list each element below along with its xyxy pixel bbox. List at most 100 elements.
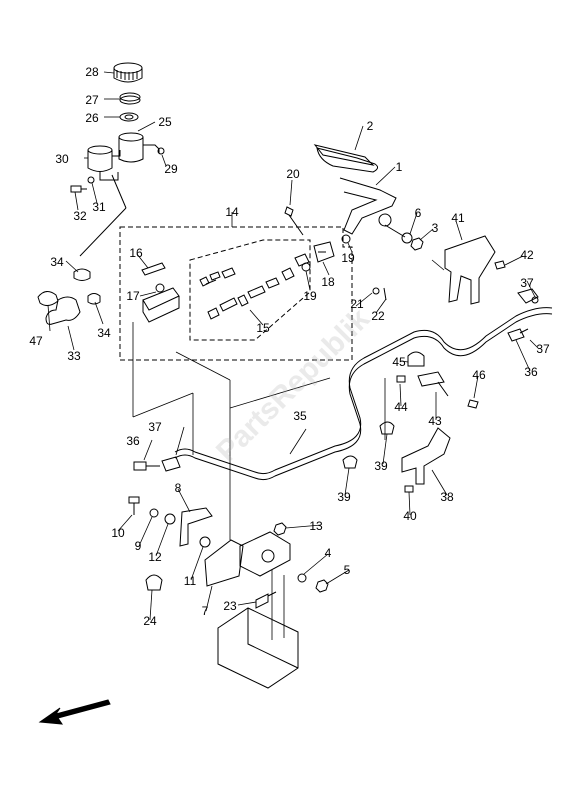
hose-33 (45, 296, 81, 325)
part-label-38: 38 (440, 490, 454, 504)
part-label-10: 10 (111, 526, 125, 540)
part-label-15: 15 (256, 321, 270, 335)
cylinder-kit-15 (199, 253, 310, 320)
part-label-31: 31 (92, 200, 106, 214)
part-label-37c: 37 (148, 420, 162, 434)
part-label-23: 23 (223, 599, 237, 613)
part-label-33: 33 (67, 349, 81, 363)
diaphragm-holder-26 (119, 112, 139, 122)
part-label-36b: 36 (126, 434, 140, 448)
bracket-7 (204, 539, 244, 587)
pin-22 (383, 287, 387, 301)
bracket-38 (401, 427, 451, 485)
clip-34-upper (73, 268, 91, 281)
part-label-46: 46 (472, 368, 486, 382)
part-label-36a: 36 (524, 365, 538, 379)
fitting-37c (161, 456, 181, 472)
master-cylinder-17 (142, 283, 180, 323)
part-label-9: 9 (134, 539, 142, 553)
clevis-18 (313, 241, 335, 263)
part-label-2: 2 (366, 119, 374, 133)
clamp-45 (407, 351, 425, 367)
brake-hose-35a (174, 307, 553, 475)
part-label-4: 4 (324, 546, 332, 560)
part-label-41: 41 (451, 211, 465, 225)
bolt-23 (255, 591, 277, 609)
part-label-30: 30 (55, 152, 69, 166)
assembly-outline-14 (119, 226, 353, 361)
bracket-43 (417, 371, 449, 397)
washer-6 (401, 232, 413, 244)
part-label-39a: 39 (374, 459, 388, 473)
reservoir-cap-28 (113, 62, 143, 83)
bolt-29 (157, 147, 165, 155)
nut-13 (273, 522, 287, 536)
part-label-13: 13 (309, 519, 323, 533)
bolt-10 (128, 496, 140, 515)
clip-47 (37, 291, 59, 307)
bolt-40 (404, 485, 414, 493)
part-label-37a: 37 (520, 276, 534, 290)
part-label-19a: 19 (341, 251, 355, 265)
banjo-bolt-36b (133, 461, 160, 471)
bracket-41 (444, 235, 496, 305)
clamp-39b (342, 455, 358, 469)
part-label-29: 29 (164, 162, 178, 176)
pedal-pad-2 (313, 144, 375, 166)
bolt-44 (396, 375, 406, 383)
part-label-34a: 34 (50, 255, 64, 269)
part-label-21: 21 (350, 297, 364, 311)
washer-21 (372, 287, 380, 295)
part-label-20: 20 (286, 167, 300, 181)
clip-34-lower (87, 293, 101, 305)
leader-lines (47, 71, 540, 621)
hose-joint-16 (141, 262, 166, 276)
part-label-43: 43 (428, 414, 442, 428)
nut-19a (341, 234, 351, 244)
washer-12 (164, 513, 176, 525)
collar-11 (199, 536, 211, 548)
reservoir-body-30 (87, 145, 121, 181)
reservoir-tank-25 (118, 132, 160, 163)
banjo-bolt-36a (507, 328, 529, 342)
bolt-46 (467, 399, 479, 409)
part-label-47: 47 (29, 334, 43, 348)
part-label-32: 32 (73, 209, 87, 223)
nut-19b (301, 262, 311, 272)
connecting-lines (132, 259, 445, 640)
part-label-39b: 39 (337, 490, 351, 504)
part-label-11: 11 (183, 574, 197, 588)
part-label-27: 27 (85, 93, 99, 107)
part-label-28: 28 (85, 65, 99, 79)
part-label-12: 12 (148, 550, 162, 564)
assembly-outline-15 (189, 239, 311, 341)
bolt-42 (494, 260, 506, 270)
part-label-14: 14 (225, 205, 239, 219)
part-label-19b: 19 (303, 289, 317, 303)
nut-5 (315, 579, 329, 593)
part-label-7: 7 (201, 604, 209, 618)
part-label-26: 26 (85, 111, 99, 125)
diaphragm-27 (119, 92, 141, 105)
part-label-42: 42 (520, 248, 534, 262)
part-label-25: 25 (158, 115, 172, 129)
master-cylinder-bracket (239, 531, 291, 577)
brake-pedal-1 (316, 147, 406, 238)
hose-fitting-37a (517, 288, 539, 304)
washer-31 (87, 176, 95, 184)
clamp-39a (379, 421, 395, 435)
washer-4 (297, 573, 307, 583)
brake-hose-35b (174, 313, 553, 481)
part-label-1: 1 (395, 160, 403, 174)
stay-8 (179, 507, 213, 547)
washer-9 (149, 508, 159, 518)
part-label-35: 35 (293, 409, 307, 423)
part-label-6: 6 (414, 206, 422, 220)
front-arrow-icon (38, 699, 111, 725)
part-label-45: 45 (392, 355, 406, 369)
part-label-24: 24 (143, 614, 157, 628)
nut-3 (410, 237, 424, 251)
part-label-17: 17 (126, 289, 140, 303)
